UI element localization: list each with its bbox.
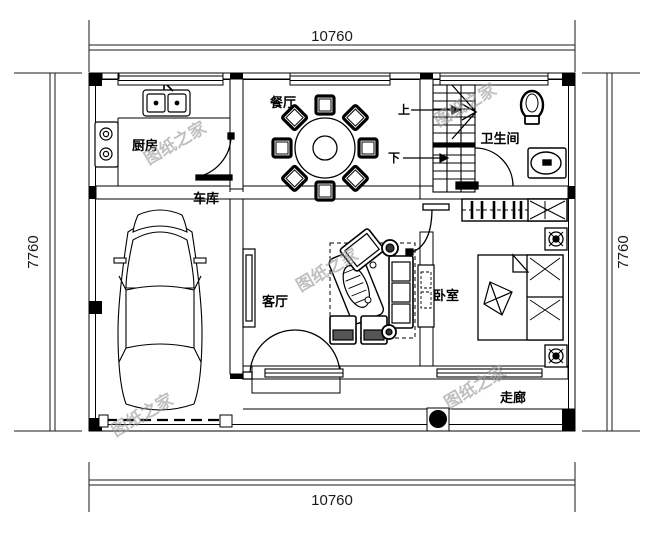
dimension-top-label: 10760 [311, 28, 353, 45]
door-bedroom [405, 203, 450, 256]
tv-cabinet-icon [242, 248, 256, 328]
nightstand-top-icon [544, 227, 568, 251]
top-wall-jogs [102, 73, 562, 80]
stair-down-arrow-icon [403, 153, 450, 163]
room-label-bathroom: 卫生间 [480, 131, 519, 147]
staircase [432, 84, 476, 193]
garage-door-frame [98, 414, 233, 428]
round-column-icon [426, 407, 450, 432]
room-label-dining: 餐厅 [269, 95, 296, 111]
dimension-ticks [14, 20, 576, 432]
dining-table-icon [294, 117, 356, 179]
dimension-right-label: 7760 [615, 235, 632, 268]
stair-break-symbol [451, 84, 478, 140]
dimension-bottom [88, 462, 576, 512]
bedroom-dresser-icon [417, 264, 435, 328]
room-label-kitchen: 厨房 [132, 138, 158, 154]
car-icon [113, 209, 207, 411]
dimension-bottom-label: 10760 [311, 492, 353, 509]
sofa-group-icon [328, 228, 416, 345]
room-label-bedroom: 卧室 [433, 288, 459, 304]
room-label-corridor: 走廊 [500, 390, 526, 406]
stair-up-arrow-icon [411, 105, 462, 115]
bathroom-sink-icon [527, 147, 567, 179]
stair-up-label: 上 [398, 102, 410, 117]
wardrobe-icon [461, 198, 568, 222]
window-bath-top [439, 75, 549, 86]
stair-down-label: 下 [388, 151, 400, 165]
kitchen-stove-icon [94, 121, 119, 168]
toilet-icon [519, 89, 545, 125]
door-kitchen [195, 132, 235, 181]
window-dining-top [289, 75, 391, 86]
window-corridor-left [264, 368, 344, 378]
nightstand-bottom-icon [544, 344, 568, 368]
dimension-right [582, 72, 640, 432]
room-label-garage: 车库 [193, 191, 219, 207]
door-bathroom [455, 147, 514, 190]
room-label-living: 客厅 [262, 294, 288, 310]
door-living-entry [242, 329, 341, 380]
stool-left-icon [329, 315, 357, 345]
window-corridor-right [436, 368, 543, 378]
corridor-outer-edge [243, 408, 575, 432]
kitchen-sink-icon [142, 84, 191, 117]
window-kitchen-top [101, 72, 224, 86]
dimension-top [88, 25, 576, 72]
dimension-left [20, 72, 82, 432]
bed-icon [477, 253, 564, 341]
dimension-left-label: 7760 [25, 235, 42, 268]
dining-chairs-icon [271, 94, 379, 202]
